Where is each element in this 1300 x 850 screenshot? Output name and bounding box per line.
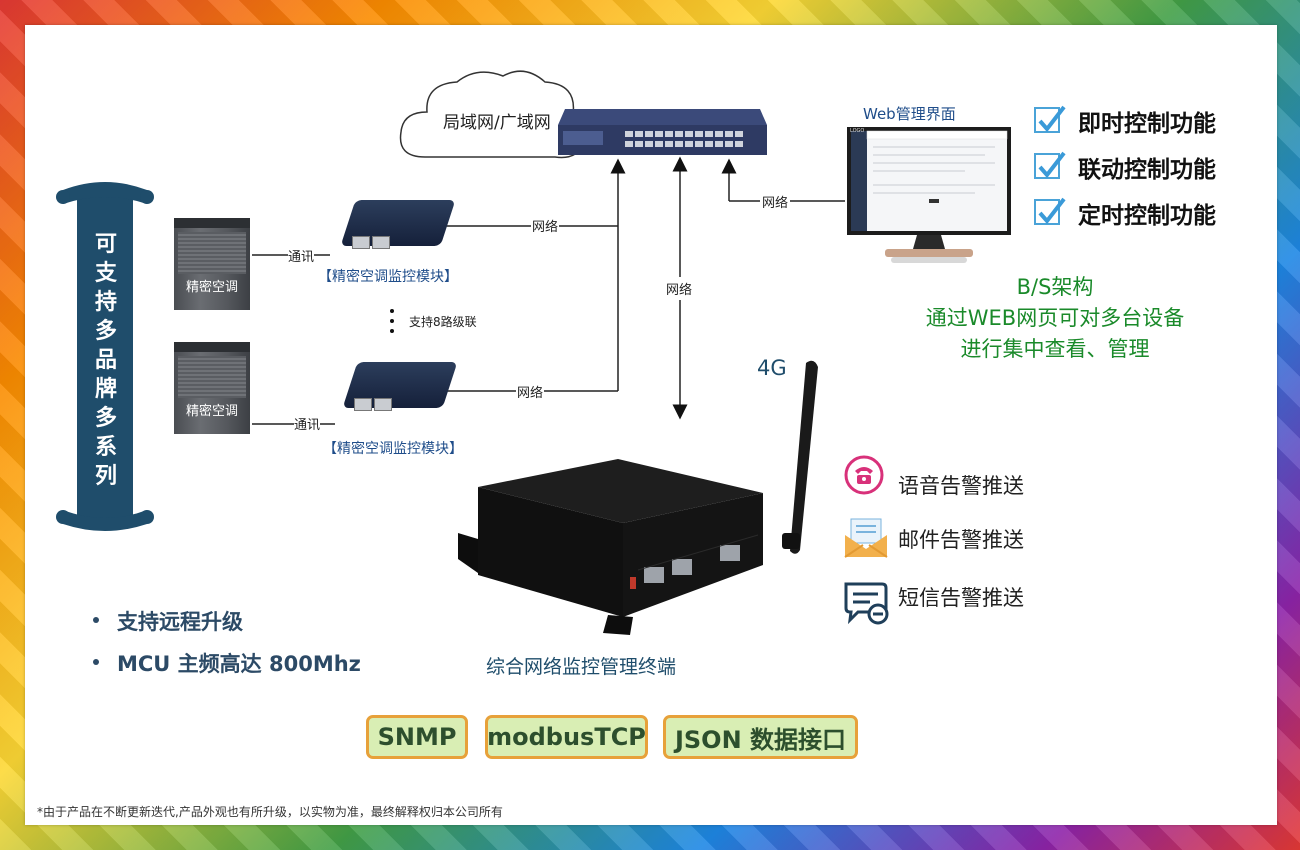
- module-label: 【精密空调监控模块】: [323, 441, 463, 457]
- alert-item: 短信告警推送: [898, 586, 1024, 610]
- footer-note: *由于产品在不断更新迭代,产品外观也有所升级，以实物为准，最终解释权归本公司所有: [37, 805, 503, 819]
- banner-char: 多: [94, 405, 117, 431]
- sms-alert-icon: [844, 582, 889, 625]
- alert-item: 邮件告警推送: [898, 528, 1024, 552]
- banner-shape: [56, 182, 154, 531]
- bs-line: B/S架构: [1016, 275, 1094, 299]
- terminal-device: [458, 459, 763, 635]
- web-net-label: 网络: [760, 192, 791, 211]
- ac-label: 精密空调: [185, 404, 238, 419]
- banner-char: 牌: [94, 376, 117, 402]
- comm-label: 通讯: [294, 414, 321, 433]
- ac-label: 精密空调: [185, 280, 238, 295]
- precision-ac-unit: 精密空调: [174, 342, 250, 434]
- banner-vertical-text: 可 支 持 多 品 牌 多 系 列: [85, 190, 127, 530]
- rj45-port: [372, 236, 390, 249]
- phone-alert-icon: [844, 455, 884, 495]
- check-icon: [1034, 151, 1066, 179]
- feature-item: 联动控制功能: [1078, 157, 1216, 183]
- rj45-port: [374, 398, 392, 411]
- antenna-icon: [782, 360, 818, 554]
- check-icon: [1034, 105, 1066, 133]
- network-switch: [558, 109, 767, 155]
- cloud-label: 局域网/广域网: [443, 113, 551, 133]
- banner-char: 支: [94, 260, 117, 286]
- net-label: 网络: [516, 382, 545, 401]
- banner-char: 列: [94, 463, 117, 489]
- banner-char: 持: [94, 289, 117, 315]
- feature-item: 定时控制功能: [1078, 203, 1216, 229]
- monitor-icon: [847, 127, 1011, 263]
- antenna-label: 4G: [757, 356, 787, 380]
- terminal-label: 综合网络监控管理终端: [486, 656, 677, 678]
- web-ui-title: Web管理界面: [863, 105, 956, 123]
- rj45-port: [352, 236, 370, 249]
- feature-bullet: 支持远程升级: [93, 606, 243, 636]
- net-label: 网络: [531, 216, 560, 235]
- bs-line: 通过WEB网页可对多台设备: [925, 306, 1185, 330]
- feature-bullet: MCU 主频高达 800Mhz: [93, 648, 361, 678]
- cascade-label: 支持8路级联: [409, 315, 477, 329]
- protocol-badge-json: JSON 数据接口: [663, 715, 858, 759]
- bs-line: 进行集中查看、管理: [960, 337, 1150, 361]
- mail-alert-icon: [844, 518, 888, 558]
- protocol-badge-modbus: modbusTCP: [485, 715, 648, 759]
- protocol-badge-snmp: SNMP: [366, 715, 468, 759]
- vertical-net-label: 网络: [666, 277, 693, 300]
- check-icon: [1034, 197, 1066, 225]
- bullet-text: 支持远程升级: [117, 610, 243, 634]
- banner-char: 多: [94, 318, 117, 344]
- precision-ac-unit: 精密空调: [174, 218, 250, 310]
- banner-char: 品: [94, 347, 117, 373]
- screen-logo: LOGO: [850, 128, 865, 134]
- bullet-text: MCU 主频高达 800Mhz: [117, 652, 361, 676]
- banner-char: 系: [94, 434, 117, 460]
- rj45-port: [354, 398, 372, 411]
- comm-label: 通讯: [288, 246, 315, 265]
- alert-item: 语音告警推送: [898, 474, 1024, 498]
- module-label: 【精密空调监控模块】: [318, 269, 458, 285]
- banner-char: 可: [94, 231, 117, 257]
- feature-item: 即时控制功能: [1078, 111, 1216, 137]
- bs-architecture: B/S架构 通过WEB网页可对多台设备 进行集中查看、管理: [880, 272, 1230, 365]
